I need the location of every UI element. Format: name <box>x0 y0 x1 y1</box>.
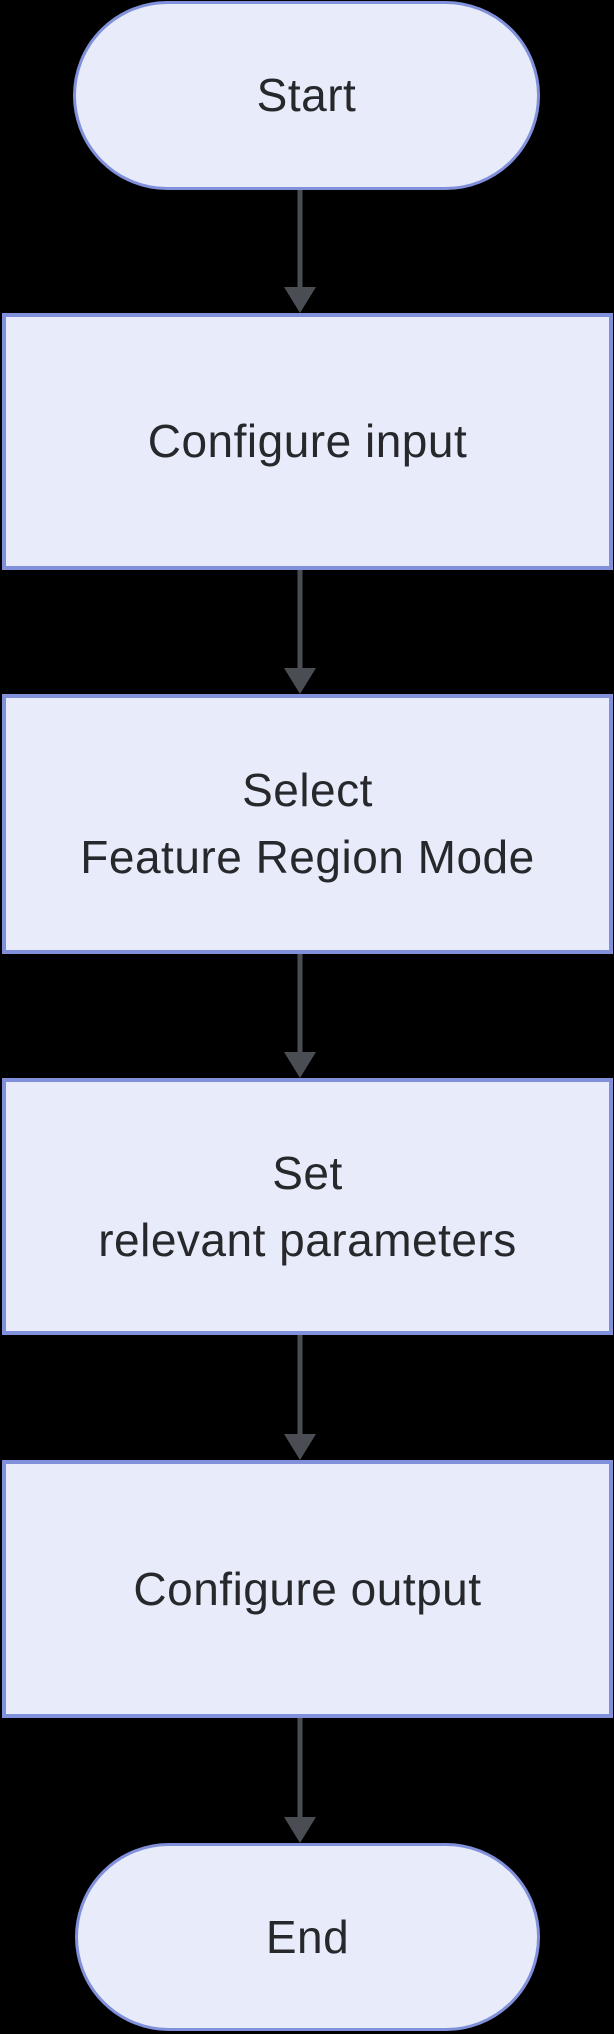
flow-node-select-feature-region-mode: Select Feature Region Mode <box>2 694 613 954</box>
node-label-line1: Select <box>242 764 373 817</box>
arrow-shaft <box>297 954 303 1056</box>
node-label: End <box>265 1910 350 1963</box>
arrow-head-down-icon <box>284 1817 316 1843</box>
node-label: Configure input <box>147 415 468 468</box>
arrow-head-down-icon <box>284 668 316 694</box>
flow-arrow <box>284 1335 316 1460</box>
flow-node-configure-input: Configure input <box>2 313 613 570</box>
node-label-line2: Feature Region Mode <box>80 831 535 883</box>
arrow-shaft <box>297 1718 303 1821</box>
flow-arrow <box>284 190 316 313</box>
arrow-shaft <box>297 190 303 291</box>
node-label-line1: Set <box>272 1146 343 1199</box>
flow-node-set-relevant-parameters: Set relevant parameters <box>2 1078 613 1335</box>
arrow-head-down-icon <box>284 287 316 313</box>
arrow-head-down-icon <box>284 1434 316 1460</box>
node-label: Start <box>256 69 357 122</box>
arrow-shaft <box>297 570 303 672</box>
flow-node-end: End <box>75 1843 540 2031</box>
flow-arrow <box>284 570 316 694</box>
arrow-shaft <box>297 1335 303 1438</box>
flow-arrow <box>284 1718 316 1843</box>
node-label: Configure output <box>133 1562 482 1615</box>
node-label-line2: relevant parameters <box>98 1213 517 1266</box>
flow-arrow <box>284 954 316 1078</box>
flow-node-configure-output: Configure output <box>2 1460 613 1718</box>
flow-node-start: Start <box>73 1 540 190</box>
arrow-head-down-icon <box>284 1052 316 1078</box>
